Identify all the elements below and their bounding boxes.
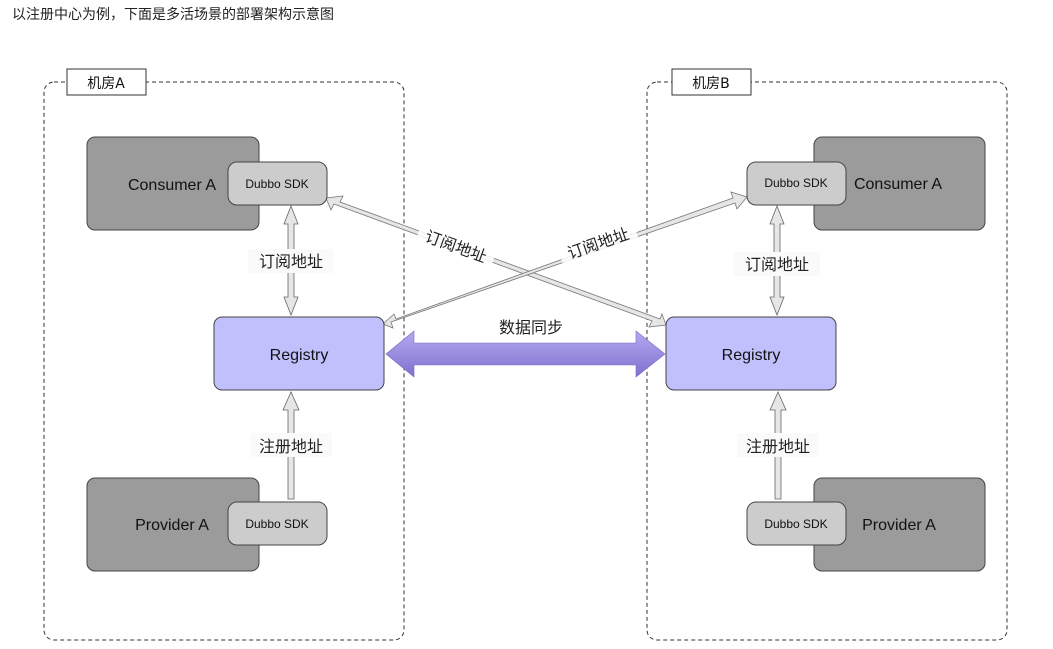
zone-b-register-arrow: 注册地址 — [737, 391, 819, 500]
zone-b-registry[interactable]: Registry — [665, 316, 837, 391]
zone-b-provider[interactable]: Provider A Dubbo SDK — [746, 477, 986, 572]
zone-a-provider-sdk-label: Dubbo SDK — [245, 517, 308, 531]
zone-a-provider-label: Provider A — [135, 517, 209, 534]
zone-b: 机房B — [646, 68, 1008, 641]
sync-arrow: 数据同步 — [385, 313, 666, 378]
sync-arrow-shape — [385, 330, 666, 378]
zone-a-consumer[interactable]: Consumer A Dubbo SDK — [86, 136, 328, 231]
zone-a-registry[interactable]: Registry — [213, 316, 385, 391]
zone-b-subscribe-label: 订阅地址 — [745, 255, 809, 274]
cross-arrow-a-to-b: 订阅地址 — [325, 195, 667, 328]
zone-b-provider-sdk-label: Dubbo SDK — [764, 517, 827, 531]
sync-label: 数据同步 — [499, 318, 563, 337]
zone-b-subscribe-arrow: 订阅地址 — [734, 204, 820, 317]
zone-b-provider-sdk-box[interactable] — [746, 501, 847, 546]
zone-a-register-arrow: 注册地址 — [250, 391, 332, 500]
zone-a-consumer-sdk-box[interactable] — [227, 161, 328, 206]
zone-b-consumer[interactable]: Consumer A Dubbo SDK — [746, 136, 986, 231]
zone-a-provider[interactable]: Provider A Dubbo SDK — [86, 477, 328, 572]
zone-a-provider-sdk-box[interactable] — [227, 501, 328, 546]
zone-a-registry-label: Registry — [270, 347, 329, 364]
zone-a-subscribe-label: 订阅地址 — [259, 252, 323, 271]
zone-b-registry-label: Registry — [722, 347, 781, 364]
zone-b-consumer-sdk-box[interactable] — [746, 161, 847, 206]
zone-a-label: 机房A — [87, 76, 125, 92]
caption-text: 以注册中心为例，下面是多活场景的部署架构示意图 — [12, 7, 334, 23]
zone-b-registry-box[interactable] — [665, 316, 837, 391]
zone-b-register-label: 注册地址 — [746, 437, 810, 456]
zone-a-subscribe-arrow: 订阅地址 — [248, 204, 334, 317]
zone-a-label-box — [66, 68, 147, 96]
cross-arrow-a-to-b-shape — [325, 195, 667, 328]
zone-a-register-label: 注册地址 — [259, 437, 323, 456]
zone-a-registry-box[interactable] — [213, 316, 385, 391]
cross-arrow-b-to-a: 订阅地址 — [382, 191, 748, 329]
cross-arrow-b-to-a-label: 订阅地址 — [565, 224, 632, 263]
zone-b-consumer-label: Consumer A — [854, 176, 942, 193]
cross-arrow-a-to-b-label: 订阅地址 — [423, 227, 490, 267]
zone-b-consumer-sdk-label: Dubbo SDK — [764, 176, 827, 190]
zone-b-provider-label: Provider A — [862, 517, 936, 534]
zone-a-consumer-sdk-label: Dubbo SDK — [245, 177, 308, 191]
zone-b-label: 机房B — [692, 76, 730, 92]
zone-b-label-box — [671, 68, 752, 96]
zone-a-consumer-label: Consumer A — [128, 177, 216, 194]
